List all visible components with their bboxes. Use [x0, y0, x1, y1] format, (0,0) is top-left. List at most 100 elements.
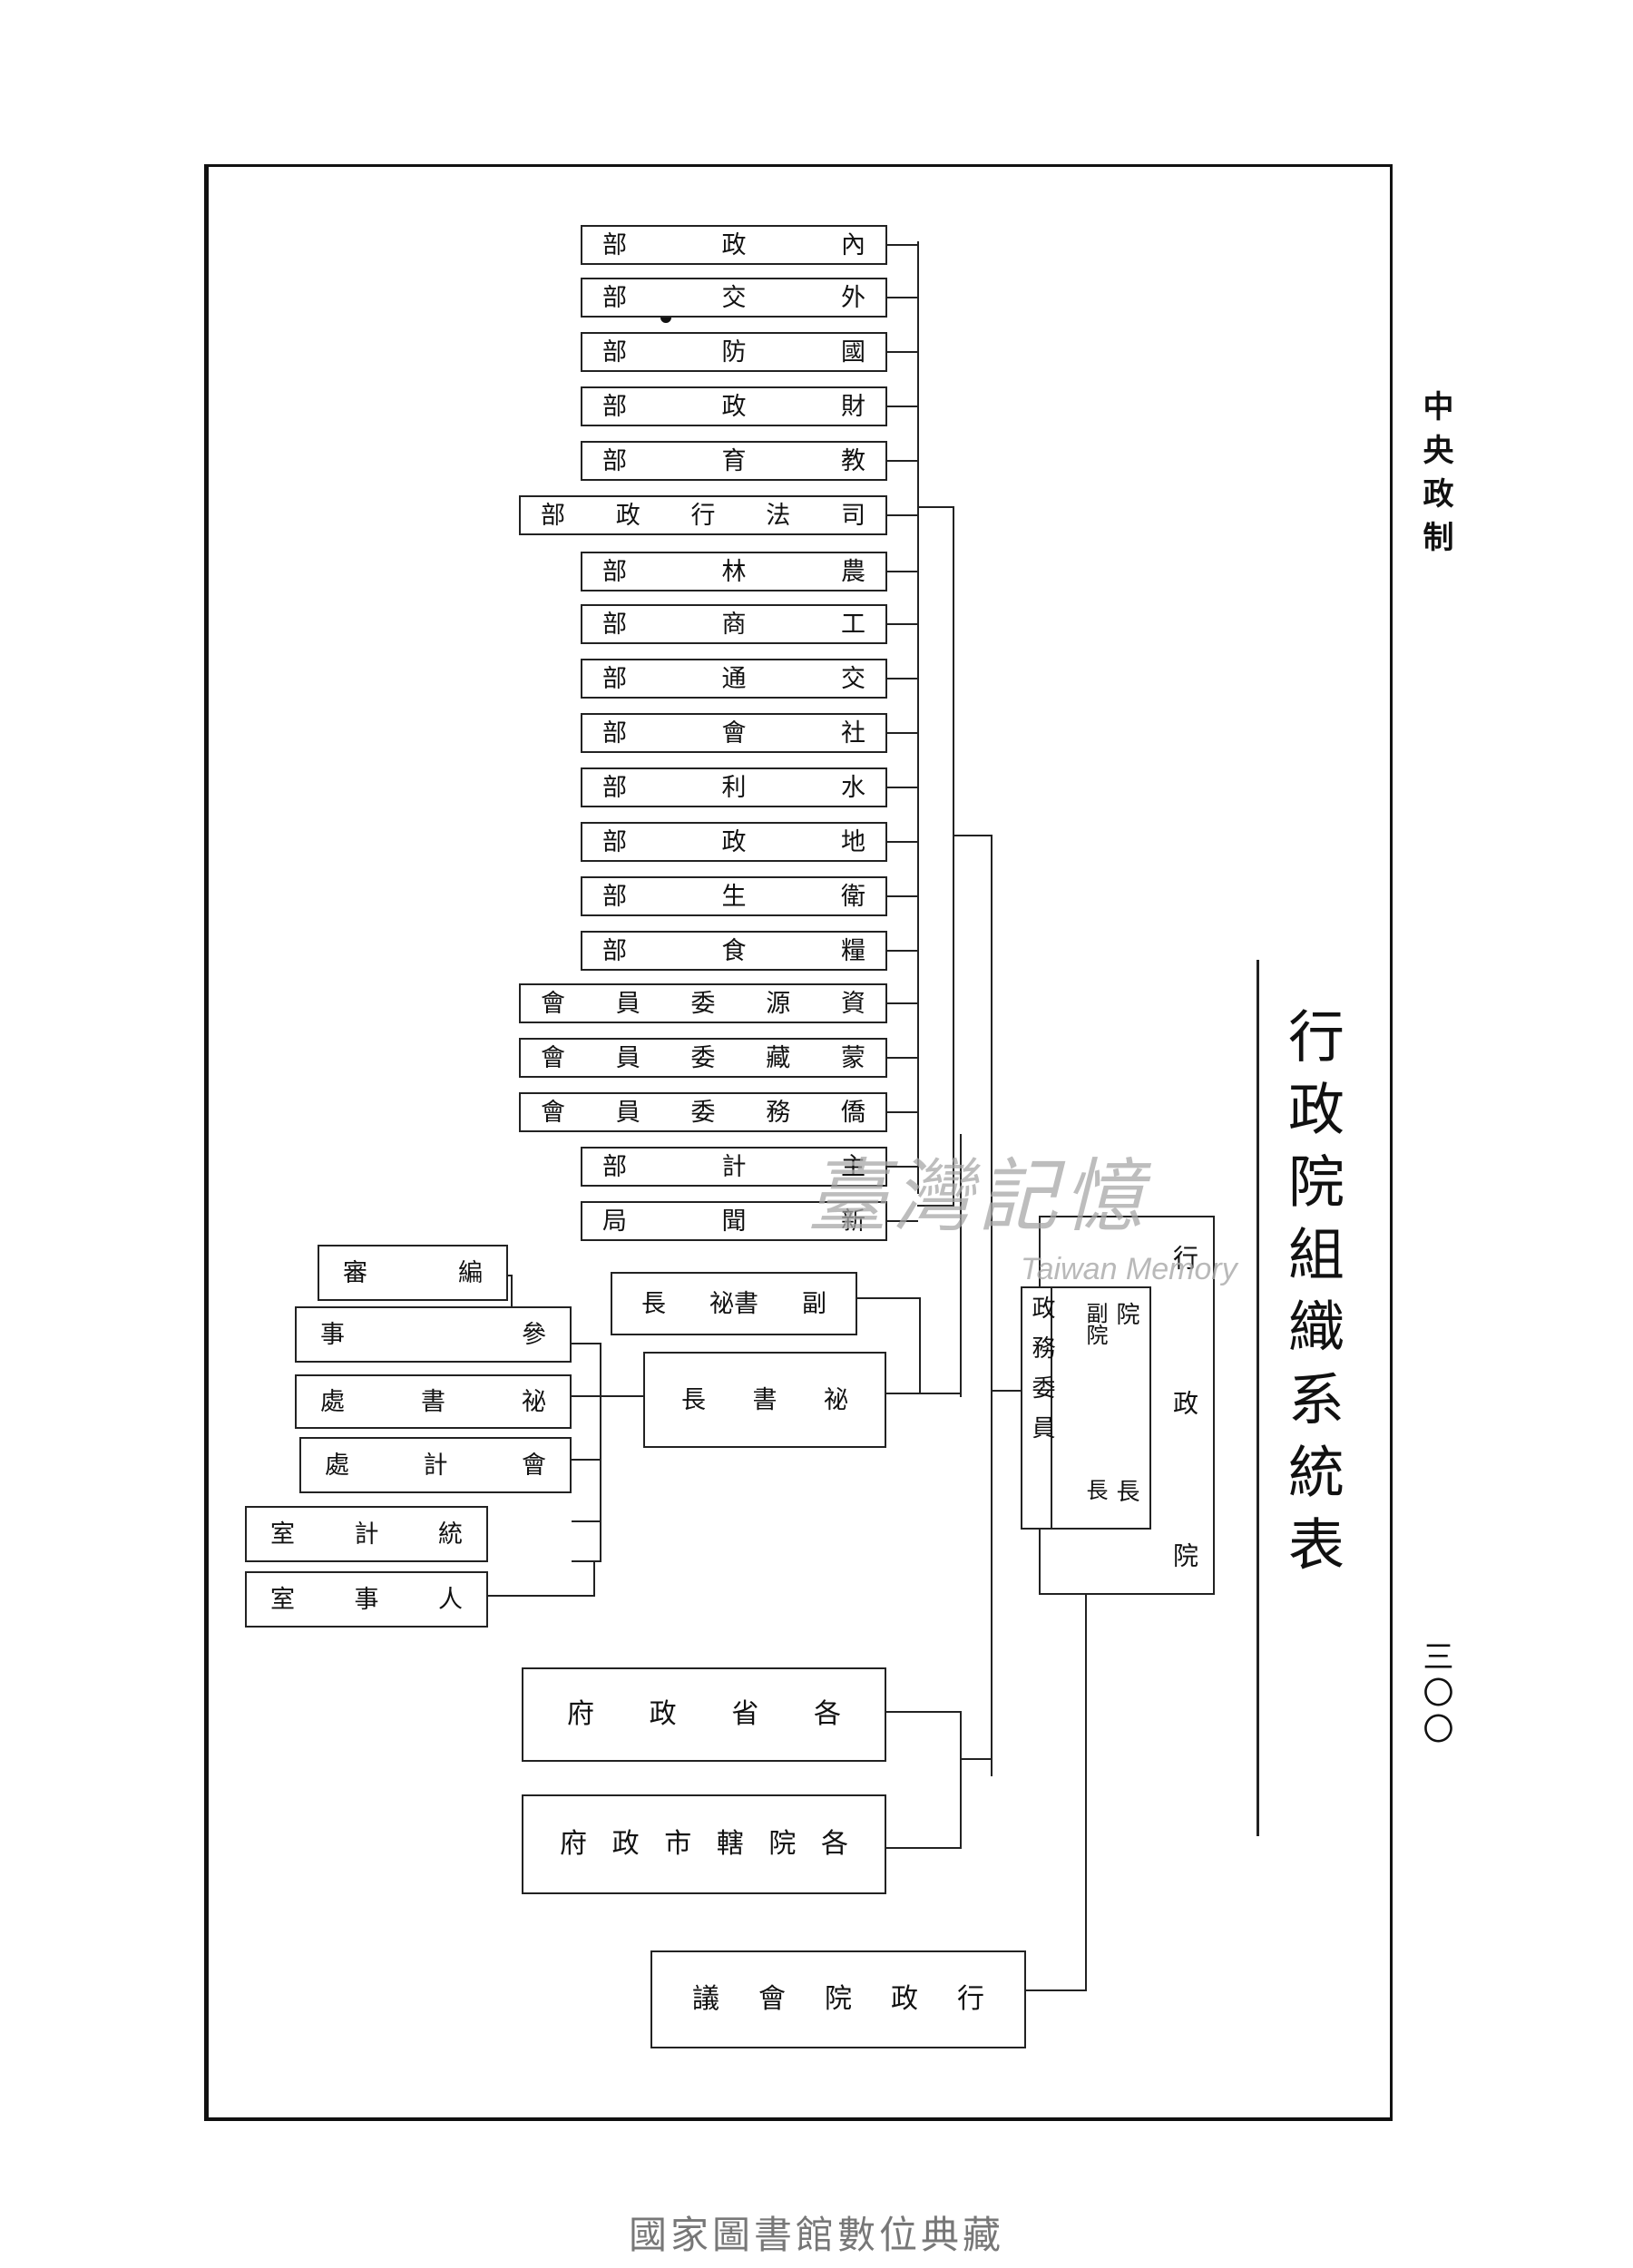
office-row: 人事室 — [245, 1571, 488, 1628]
office-char: 計 — [423, 1451, 448, 1480]
prov-char: 各 — [813, 1698, 841, 1730]
ministry-connector — [887, 297, 918, 298]
ministry-connector — [887, 1002, 918, 1004]
ministry-connector — [887, 678, 918, 679]
office-char: 室 — [270, 1585, 295, 1614]
ministry-row: 主計部 — [581, 1147, 887, 1187]
ministry-connector — [887, 1057, 918, 1059]
ministry-char: 會 — [721, 719, 747, 748]
sec-link — [885, 1393, 962, 1394]
ministry-char: 教 — [841, 446, 865, 475]
ministry-char: 局 — [602, 1207, 627, 1236]
ministry-row: 外交部 — [581, 278, 887, 318]
executive-council-meeting: 行 政 院 會 議 — [650, 1950, 1026, 2048]
muni-char: 府 — [560, 1828, 587, 1860]
main-trunk — [991, 835, 993, 1776]
ministry-row: 水利部 — [581, 767, 887, 807]
ministers-without-portfolio: 政務委員 — [1028, 1295, 1055, 1455]
deputy-sec-char: 祕書 — [709, 1289, 758, 1318]
office-char: 人 — [438, 1585, 463, 1614]
office-char: 書 — [421, 1387, 445, 1416]
ministry-row: 內政部 — [581, 225, 887, 265]
ministry-row: 資源委員會 — [519, 983, 887, 1023]
ministry-char: 部 — [602, 719, 627, 748]
ministry-row: 教育部 — [581, 441, 887, 481]
ministry-char: 育 — [721, 446, 747, 475]
council-char: 政 — [891, 1983, 918, 2015]
ministry-char: 計 — [721, 1152, 747, 1181]
ministry-char: 生 — [721, 882, 747, 911]
sec-gen-char: 書 — [752, 1385, 777, 1414]
office-char: 統 — [438, 1520, 463, 1549]
watermark-logo: 臺灣記憶 — [807, 1149, 1149, 1243]
muni-char: 市 — [664, 1828, 692, 1860]
leadership-box — [1021, 1286, 1151, 1530]
watermark-logo-en: Taiwan Memory — [1021, 1252, 1237, 1286]
office-char: 祕 — [522, 1387, 546, 1416]
deputy-sec-char: 長 — [641, 1289, 666, 1318]
ministry-char: 員 — [615, 1098, 640, 1127]
ministry-row: 蒙藏委員會 — [519, 1038, 887, 1078]
office-row: 統計室 — [245, 1506, 488, 1562]
chart-title: 行政院組織系統表 — [1278, 1007, 1345, 1588]
office-char: 編 — [458, 1258, 483, 1287]
ministry-char: 政 — [721, 230, 747, 259]
ministry-char: 交 — [841, 664, 865, 693]
sec-gen-char: 長 — [681, 1385, 706, 1414]
footer-credit: 國家圖書館數位典藏 — [628, 2213, 1004, 2257]
ministry-connector — [887, 950, 918, 952]
ministry-row: 工商部 — [581, 604, 887, 644]
ministry-char: 工 — [841, 610, 865, 639]
ministry-connector — [887, 460, 918, 462]
ministry-char: 部 — [602, 230, 627, 259]
ministry-char: 部 — [602, 283, 627, 312]
ministry-char: 委 — [690, 989, 716, 1018]
ministry-char: 財 — [841, 392, 865, 421]
office-char: 處 — [320, 1387, 345, 1416]
ministry-row: 司法行政部 — [519, 495, 887, 535]
ministry-char: 會 — [541, 989, 565, 1018]
ministry-char: 衛 — [841, 882, 865, 911]
ministry-char: 會 — [541, 1098, 565, 1127]
secretary-general: 祕 書 長 — [643, 1352, 886, 1448]
muni-char: 院 — [768, 1828, 797, 1860]
ministry-char: 法 — [766, 501, 791, 530]
ministry-char: 政 — [615, 501, 640, 530]
ministry-char: 部 — [602, 882, 627, 911]
office-char: 審 — [343, 1258, 367, 1287]
ministry-char: 政 — [721, 827, 747, 856]
muni-char: 各 — [820, 1828, 848, 1860]
ministry-char: 社 — [841, 719, 865, 748]
deputy-sec-char: 副 — [802, 1289, 826, 1318]
ministry-connector — [887, 787, 918, 788]
ministry-char: 部 — [602, 827, 627, 856]
office-char: 事 — [320, 1320, 345, 1349]
running-header: 中央政制 — [1417, 390, 1453, 564]
office-row: 祕書處 — [295, 1374, 572, 1429]
ministry-connector — [887, 514, 918, 516]
office-row: 參事 — [295, 1306, 572, 1363]
page-frame — [204, 164, 1393, 2121]
ministry-char: 源 — [766, 989, 791, 1018]
ministry-char: 利 — [721, 773, 747, 802]
ministry-trunk-outer — [953, 506, 954, 1205]
ministry-char: 部 — [602, 557, 627, 586]
ministry-char: 部 — [602, 1152, 627, 1181]
vice-president-char: 副院 — [1082, 1302, 1108, 1345]
ministry-char: 食 — [721, 936, 747, 965]
municipal-governments: 各 院 轄 市 政 府 — [522, 1794, 886, 1894]
ministry-char: 交 — [721, 283, 747, 312]
prov-char: 省 — [731, 1698, 759, 1730]
ministry-char: 司 — [841, 501, 865, 530]
ministry-row: 財政部 — [581, 386, 887, 426]
ministry-char: 委 — [690, 1043, 716, 1072]
office-char: 參 — [522, 1320, 546, 1349]
ministry-char: 部 — [602, 337, 627, 367]
ministry-connector — [887, 841, 918, 843]
prov-char: 府 — [567, 1698, 594, 1730]
sec-gen-char: 祕 — [824, 1385, 848, 1414]
ministry-char: 部 — [602, 664, 627, 693]
ministry-connector — [887, 244, 918, 246]
ministry-connector — [887, 571, 918, 572]
ministry-char: 會 — [541, 1043, 565, 1072]
